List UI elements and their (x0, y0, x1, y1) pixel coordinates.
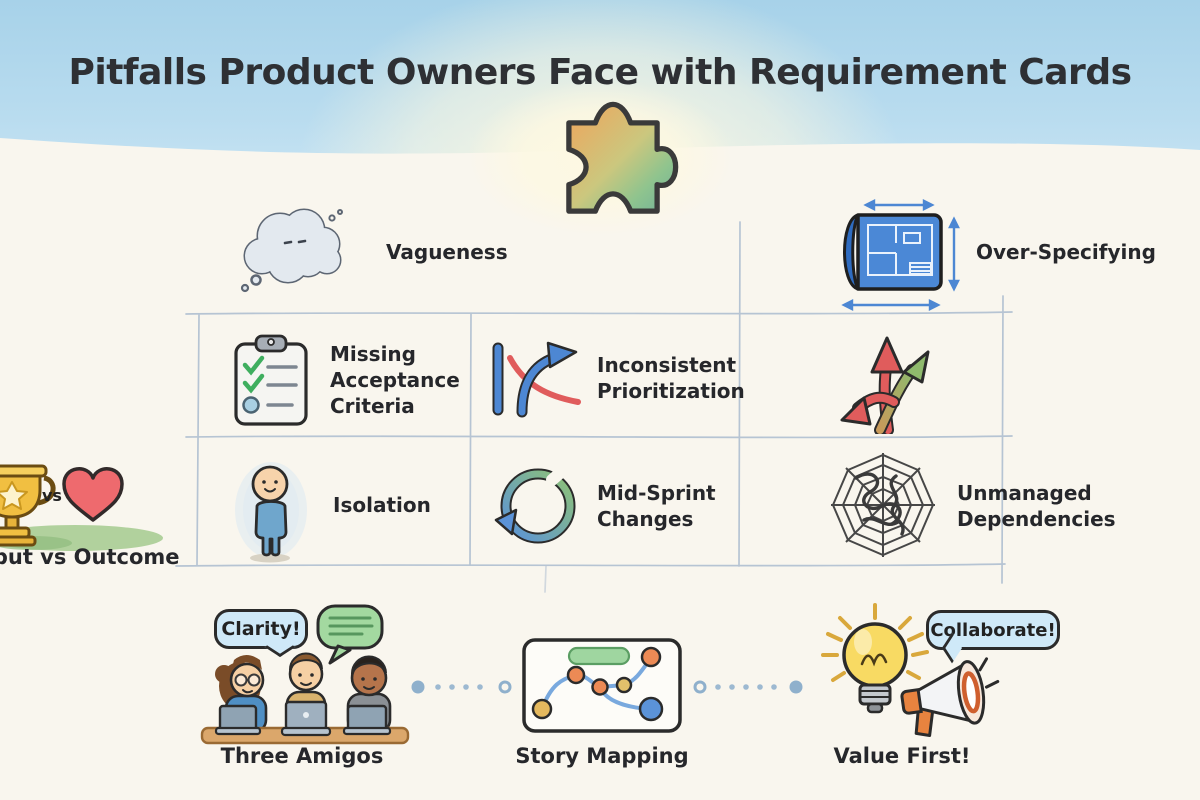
tangled-web-icon (831, 453, 935, 557)
clarity-speech-bubble: Clarity! (214, 609, 308, 649)
diverging-arrows-icon (840, 336, 930, 434)
dotted-connector-right (693, 680, 803, 694)
solution-label-value-first: Value First! (833, 744, 971, 768)
checklist-icon (234, 334, 308, 426)
story-map-icon (522, 638, 682, 733)
pitfall-label-missing-acceptance-criteria: Missing Acceptance Criteria (330, 342, 460, 418)
output-vs-outcome-label: Output vs Outcome (0, 545, 180, 569)
lightbulb-icon (842, 622, 908, 714)
solution-label-story-mapping: Story Mapping (515, 744, 689, 768)
collaborate-bubble-text: Collaborate! (930, 619, 1056, 641)
puzzle-piece-icon (566, 101, 679, 214)
cycle-arrows-icon (494, 464, 576, 544)
laptop-middle (280, 700, 332, 737)
light-rays (821, 603, 929, 682)
solution-label-three-amigos: Three Amigos (220, 744, 384, 768)
pitfall-label-isolation: Isolation (333, 493, 431, 517)
heart-icon (62, 467, 124, 522)
trophy-icon (0, 464, 56, 547)
priority-shift-icon (492, 341, 581, 418)
lone-person-icon (235, 462, 307, 563)
pitfall-label-vagueness: Vagueness (386, 240, 508, 264)
green-speech-bubble-icon (316, 604, 384, 665)
pitfall-label-inconsistent-prioritization: Inconsistent Prioritization (597, 353, 745, 403)
laptop-right (342, 704, 392, 736)
pitfall-label-over-specifying: Over-Specifying (976, 240, 1156, 264)
pitfall-label-mid-sprint-changes: Mid-Sprint Changes (597, 481, 716, 531)
megaphone-icon (900, 657, 1000, 738)
pitfall-label-unmanaged-dependencies: Unmanaged Dependencies (957, 481, 1116, 531)
clarity-bubble-text: Clarity! (221, 618, 301, 640)
output-vs-outcome-illustration (0, 464, 163, 551)
team-discussion-icon (200, 604, 410, 745)
vs-label: vs (42, 486, 62, 505)
blueprint-icon (841, 199, 960, 311)
lightbulb-megaphone-icon (821, 603, 1000, 738)
dotted-connector-left (411, 680, 512, 694)
page-title: Pitfalls Product Owners Face with Requir… (68, 52, 1132, 94)
collaborate-speech-bubble: Collaborate! (926, 610, 1060, 650)
laptop-left (214, 704, 262, 736)
thought-cloud-icon (240, 208, 343, 293)
